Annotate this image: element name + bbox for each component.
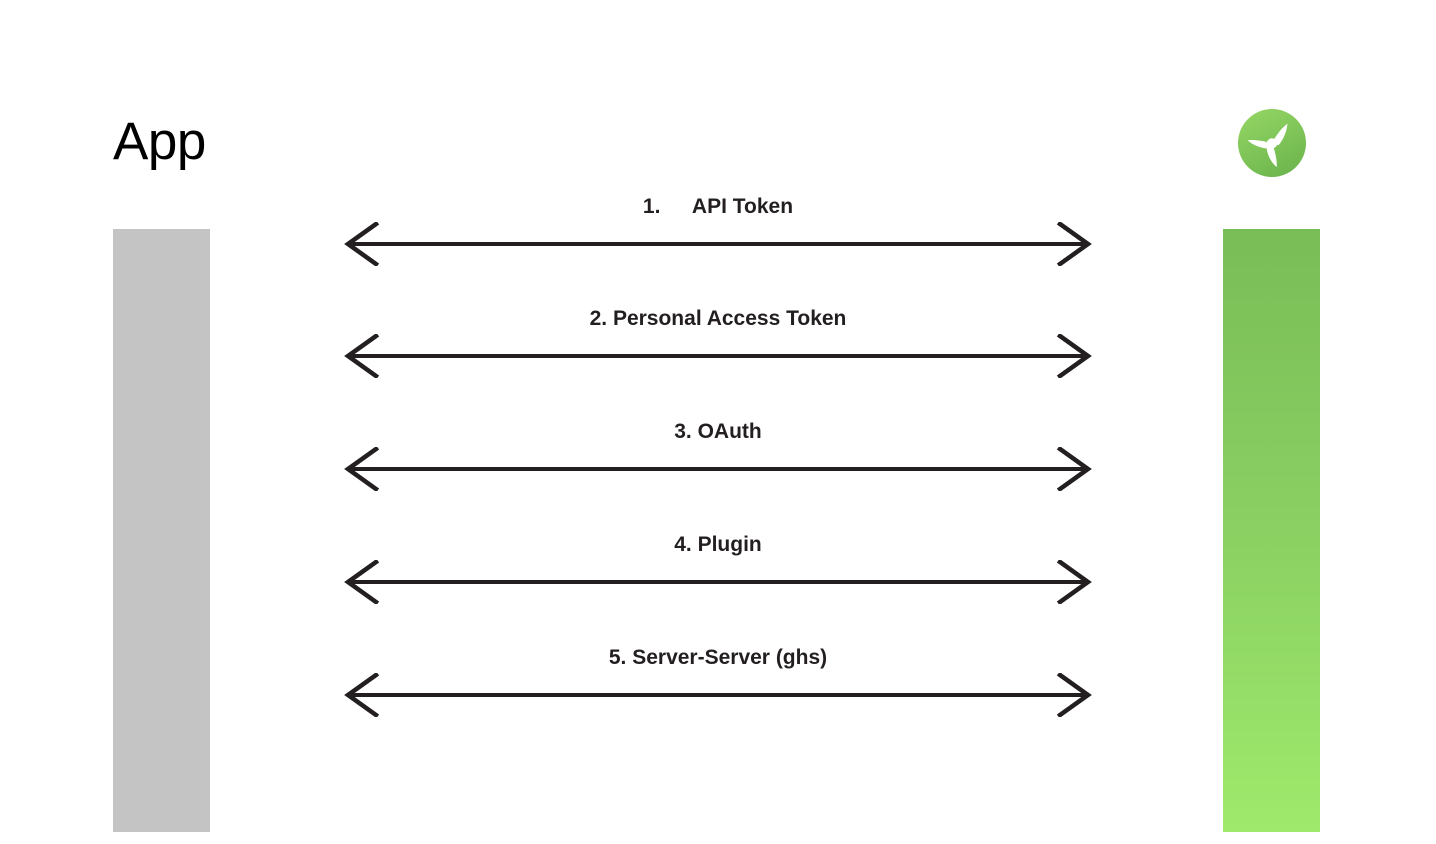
green-propeller-logo-icon (1237, 108, 1307, 178)
message-row: 3. OAuth (340, 421, 1096, 491)
message-row: 2. Personal Access Token (340, 308, 1096, 378)
message-label: 2. Personal Access Token (589, 307, 847, 330)
bidirectional-arrow-icon (340, 334, 1096, 378)
bidirectional-arrow-icon (340, 447, 1096, 491)
bidirectional-arrow-icon (340, 560, 1096, 604)
left-actor-lifeline (113, 229, 210, 832)
bidirectional-arrow-icon (340, 222, 1096, 266)
message-label: 3. OAuth (674, 420, 762, 443)
message-label: 5. Server-Server (ghs) (608, 646, 828, 669)
message-row: 1. API Token (340, 196, 1096, 266)
left-actor-title: App (113, 112, 206, 171)
message-label: 4. Plugin (674, 533, 762, 556)
message-row: 4. Plugin (340, 534, 1096, 604)
message-label: 1. API Token (642, 195, 794, 218)
message-row: 5. Server-Server (ghs) (340, 647, 1096, 717)
bidirectional-arrow-icon (340, 673, 1096, 717)
right-actor-lifeline (1223, 229, 1320, 832)
